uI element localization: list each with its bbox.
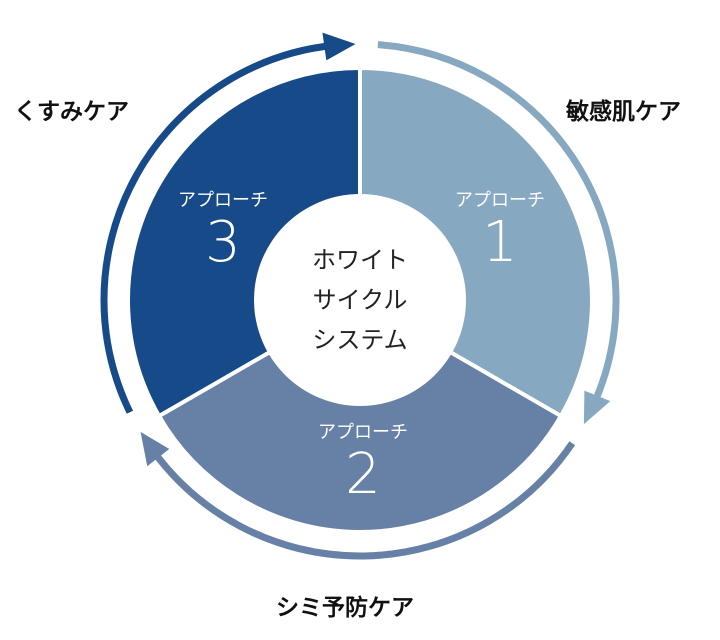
approach-1-title: アプローチ [455, 190, 545, 211]
approach-1-number: 1 [482, 210, 518, 275]
center-title: ホワイト サイクル システム [280, 240, 440, 360]
segment-2 [156, 297, 564, 534]
approach-3-label: アプローチ 3 [143, 186, 303, 274]
arrowhead-3-icon [322, 32, 356, 61]
care-label-dullness: くすみケア [14, 99, 129, 125]
approach-3-title: アプローチ [178, 190, 268, 211]
arrowhead-2-icon [140, 431, 170, 467]
approach-2-number: 2 [345, 442, 381, 507]
approach-2-label: アプローチ 2 [283, 418, 443, 506]
center-circle [254, 194, 466, 406]
center-line-2: サイクル [312, 286, 408, 314]
center-line-1: ホワイト [312, 246, 408, 274]
approach-3-number: 3 [205, 210, 241, 275]
approach-1-label: アプローチ 1 [420, 186, 580, 274]
cycle-arrow-3 [100, 41, 334, 414]
center-line-3: システム [312, 326, 408, 354]
arrowhead-1-icon [583, 390, 611, 425]
cycle-arrow-1 [377, 41, 620, 406]
care-label-sensitive-skin: 敏感肌ケア [566, 99, 681, 125]
cycle-arrow-2 [150, 441, 576, 560]
approach-2-title: アプローチ [318, 422, 408, 443]
care-label-spot-prevention: シミ予防ケア [276, 595, 414, 621]
